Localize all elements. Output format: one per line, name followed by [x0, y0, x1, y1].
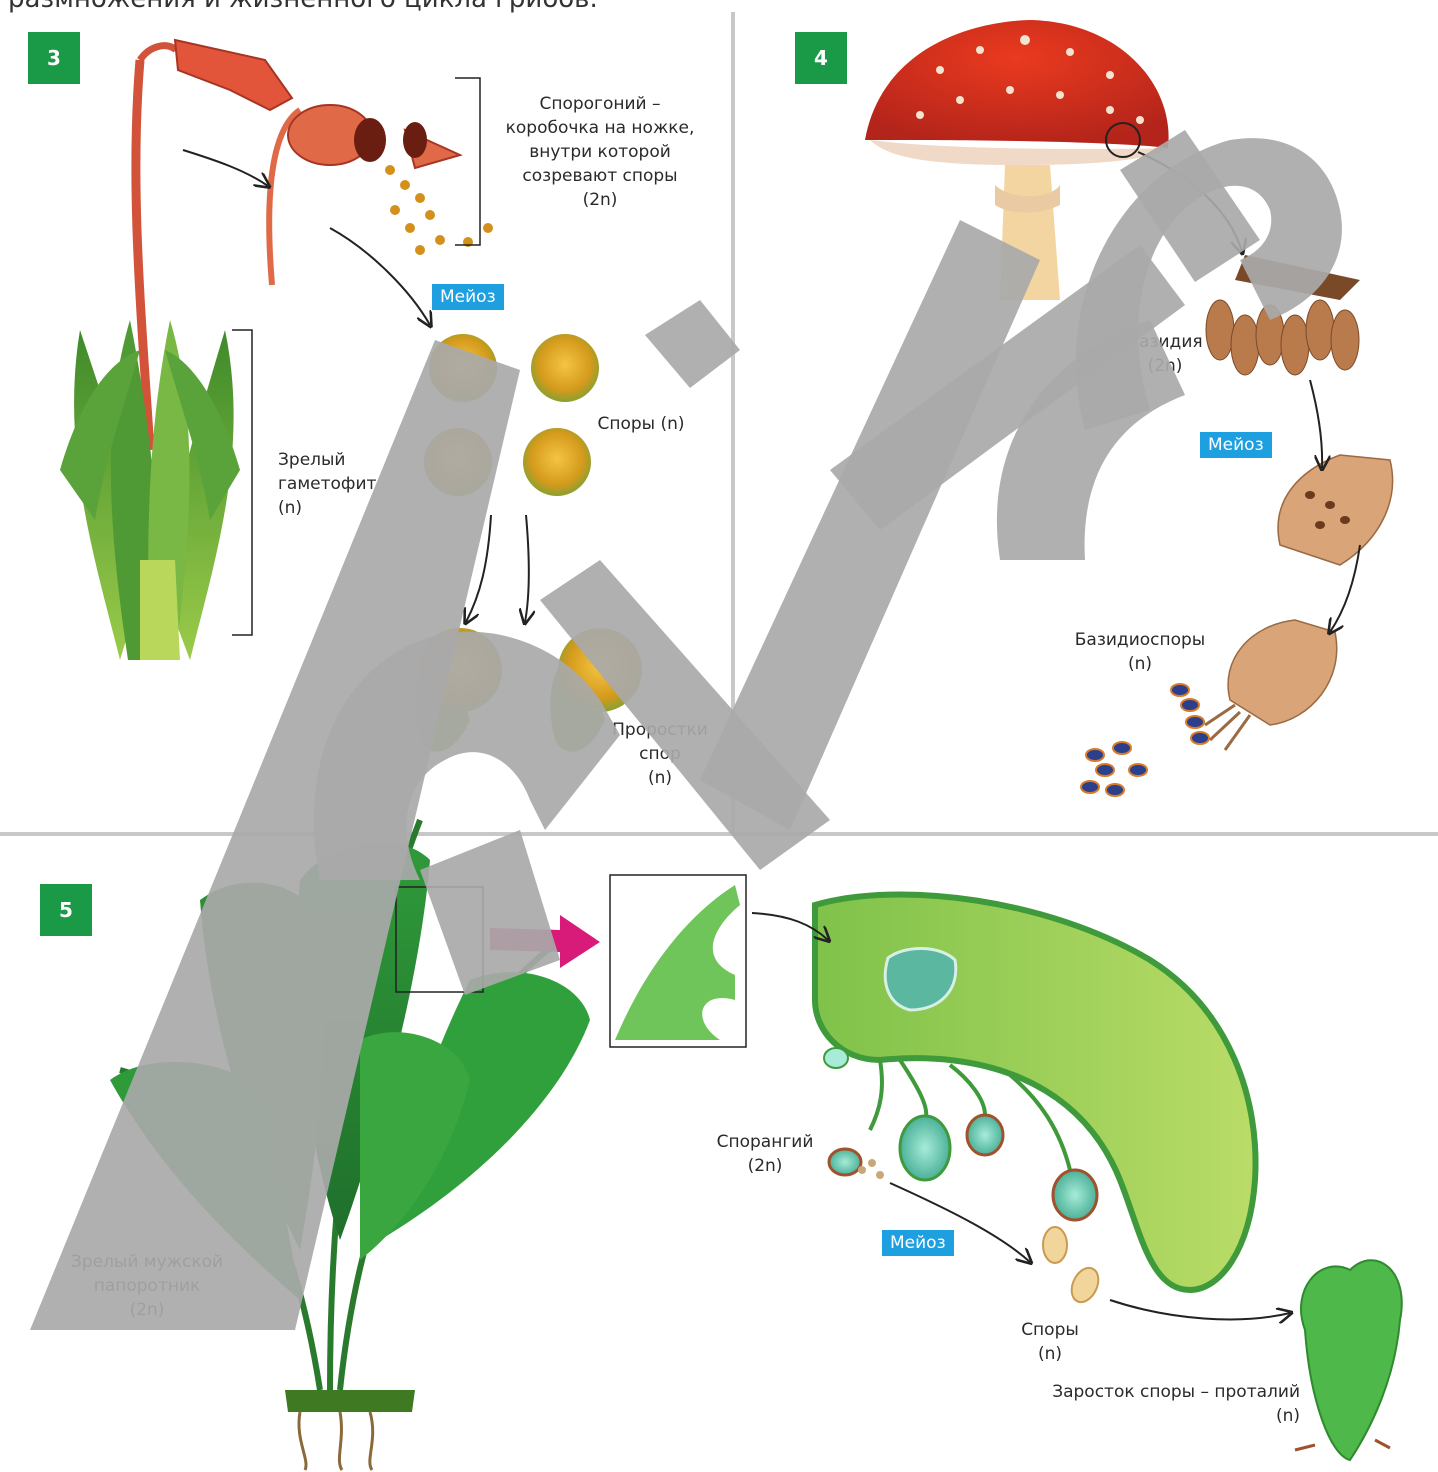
- moss-spores-label: Споры (n): [586, 412, 696, 436]
- sporogon-bracket: [455, 78, 480, 245]
- moss-sprouts-label: Проростки спор (n): [600, 718, 720, 790]
- basidium-mature: [1205, 620, 1337, 750]
- prothallus-illustration: [1295, 1260, 1402, 1460]
- fern-meiosis-badge: Мейоз: [882, 1230, 954, 1256]
- basidiospores-label: Базидиоспоры (n): [1065, 628, 1215, 676]
- basidiospores: [1081, 684, 1209, 796]
- pink-zoom-arrow: [490, 915, 600, 968]
- moss-spores: [424, 334, 599, 496]
- moss-capsule-open: [269, 105, 493, 285]
- sporogon-label: Спорогоний – коробочка на ножке, внутри …: [485, 92, 715, 212]
- panel-4-badge: 4: [795, 32, 847, 84]
- prothallus-label: Заросток споры – проталий (n): [1000, 1380, 1300, 1428]
- fern-mature-label: Зрелый мужской папоротник (2n): [52, 1250, 242, 1322]
- moss-gametophyte-illustration: [60, 40, 292, 660]
- basidia-illustration: [1206, 255, 1360, 375]
- panel-5-badge: 5: [40, 884, 92, 936]
- basidium-illustration: [1278, 455, 1392, 565]
- fern-sporophyte-illustration: [110, 820, 590, 1470]
- fern-spores-label: Споры (n): [1005, 1318, 1095, 1366]
- amanita-mushroom: [865, 20, 1169, 300]
- fern-spores: [1043, 1227, 1103, 1306]
- fungus-meiosis-badge: Мейоз: [1200, 432, 1272, 458]
- gametophyte-label: Зрелый гаметофит (n): [278, 448, 388, 520]
- sporangium-label: Спорангий (2n): [700, 1130, 830, 1178]
- moss-meiosis-badge: Мейоз: [432, 284, 504, 310]
- gametophyte-bracket: [232, 330, 252, 635]
- basidia-label: Базидия (2n): [1115, 330, 1215, 378]
